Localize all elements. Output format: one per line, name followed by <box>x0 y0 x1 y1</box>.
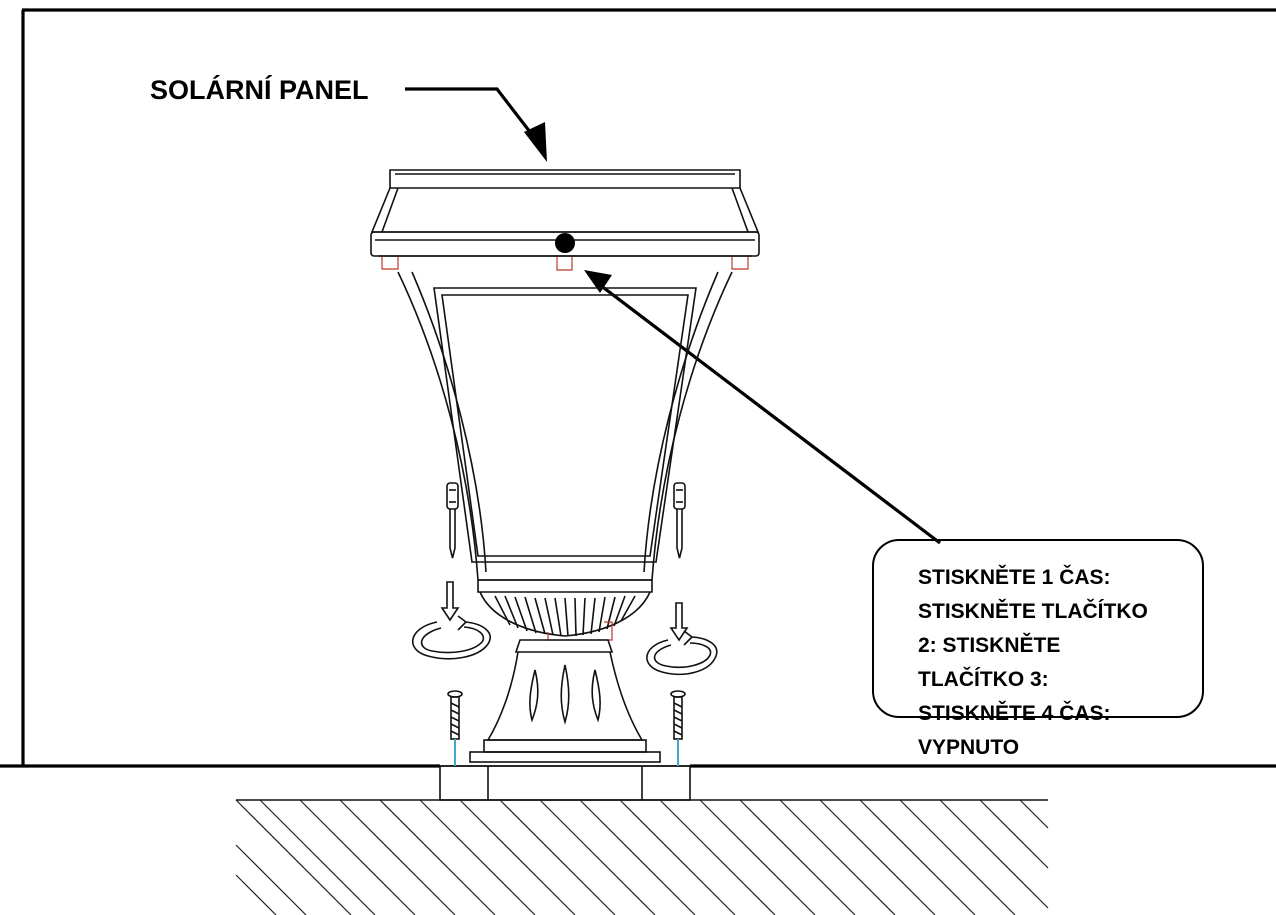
drawing-frame <box>0 8 1276 768</box>
ground-hatching <box>235 799 1049 915</box>
down-arrow-left-icon <box>440 581 460 622</box>
solar-panel-label: SOLÁRNÍ PANEL <box>150 74 369 105</box>
callout-line-5: STISKNĚTE 4 ČAS: <box>918 701 1111 725</box>
solar-panel-leader-arrow <box>405 87 547 162</box>
screw-right-icon <box>670 690 686 766</box>
screwdriver-right-icon <box>673 482 686 559</box>
callout-text: STISKNĚTE 1 ČAS: STISKNĚTE TLAČÍTKO 2: S… <box>918 565 1148 759</box>
button-callout-arrow <box>584 270 941 545</box>
screw-left-icon <box>447 690 463 766</box>
rotate-arrow-right-icon <box>646 630 718 676</box>
screwdriver-left-icon <box>446 482 459 559</box>
power-button-dot <box>555 233 575 253</box>
lamp-body <box>397 271 733 593</box>
callout-box <box>872 539 1204 718</box>
lamp-ribbed-bowl <box>479 591 651 641</box>
lamp-pedestal <box>469 639 661 763</box>
down-arrow-right-icon <box>669 602 689 642</box>
mounting-base-plate <box>439 765 691 801</box>
rotate-arrow-left-icon <box>411 615 491 660</box>
callout-line-4: TLAČÍTKO 3: <box>918 667 1049 691</box>
callout-line-2: STISKNĚTE TLAČÍTKO <box>918 599 1148 623</box>
callout-line-1: STISKNĚTE 1 ČAS: <box>918 565 1111 589</box>
callout-line-3: 2: STISKNĚTE <box>918 633 1060 657</box>
cap-clips <box>381 257 749 271</box>
solar-panel-cap <box>370 169 760 257</box>
callout-line-6: VYPNUTO <box>918 736 1019 759</box>
